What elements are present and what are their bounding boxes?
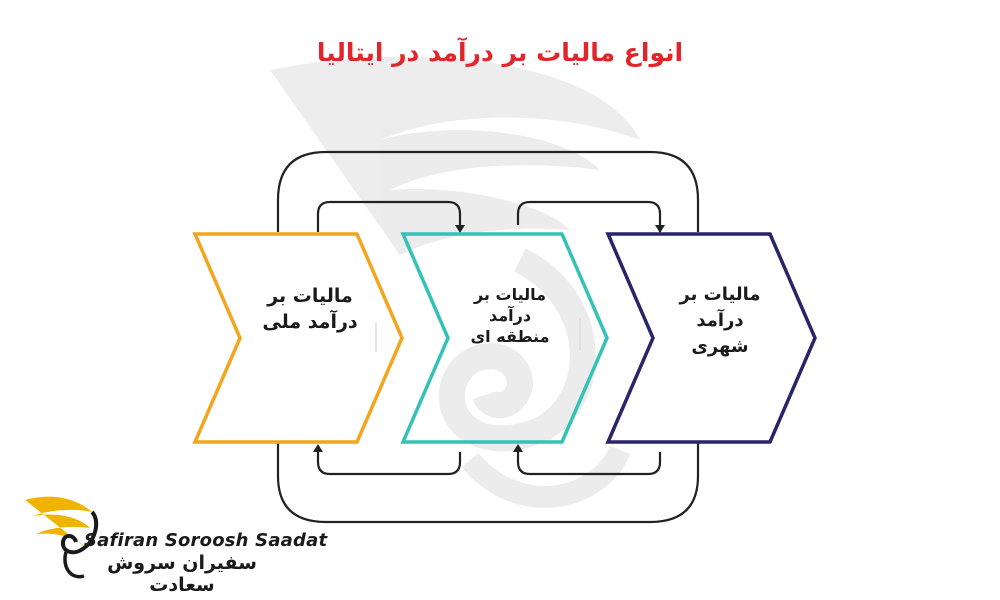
bottom-link-regional-municipal xyxy=(516,452,662,476)
label-municipal-line1: مالیات بر xyxy=(679,284,761,305)
brand-name-en: Safiran Soroosh Saadat xyxy=(84,530,328,551)
label-regional-line2: درآمد xyxy=(488,305,532,325)
label-regional-line3: منطقه ای xyxy=(470,326,550,346)
brand-logo-icon xyxy=(25,496,99,579)
arrowhead xyxy=(513,444,523,452)
label-municipal-line2: درآمد xyxy=(696,310,744,332)
chevron-municipal xyxy=(605,232,817,444)
watermark-logo xyxy=(270,56,640,508)
arrowhead xyxy=(655,225,665,233)
chevron-national xyxy=(192,232,404,444)
top-link-national-regional xyxy=(316,200,462,232)
bottom-link-national-regional xyxy=(316,452,462,476)
label-national: مالیات بر درآمد ملی xyxy=(240,284,380,335)
arrowhead xyxy=(313,444,323,452)
label-national-line1: مالیات بر xyxy=(267,285,353,307)
outer-bottom-loop xyxy=(276,442,700,524)
arrowhead xyxy=(455,225,465,233)
label-regional: مالیات بر درآمد منطقه ای xyxy=(450,285,570,347)
label-municipal-line3: شهری xyxy=(691,336,749,358)
label-national-line2: درآمد ملی xyxy=(262,310,358,333)
chevron-regional xyxy=(400,232,609,444)
label-regional-line1: مالیات بر xyxy=(473,285,547,304)
diagram-title: انواع مالیات بر درآمد در ایتالیا xyxy=(316,38,684,67)
top-link-regional-municipal xyxy=(516,200,662,232)
connector-lines xyxy=(276,150,700,524)
label-municipal: مالیات بر درآمد شهری xyxy=(660,282,780,360)
outer-top-loop xyxy=(276,150,700,232)
connector-arrowheads xyxy=(313,225,665,452)
brand-name-fa: سفیران سروش سعادت xyxy=(107,552,257,596)
